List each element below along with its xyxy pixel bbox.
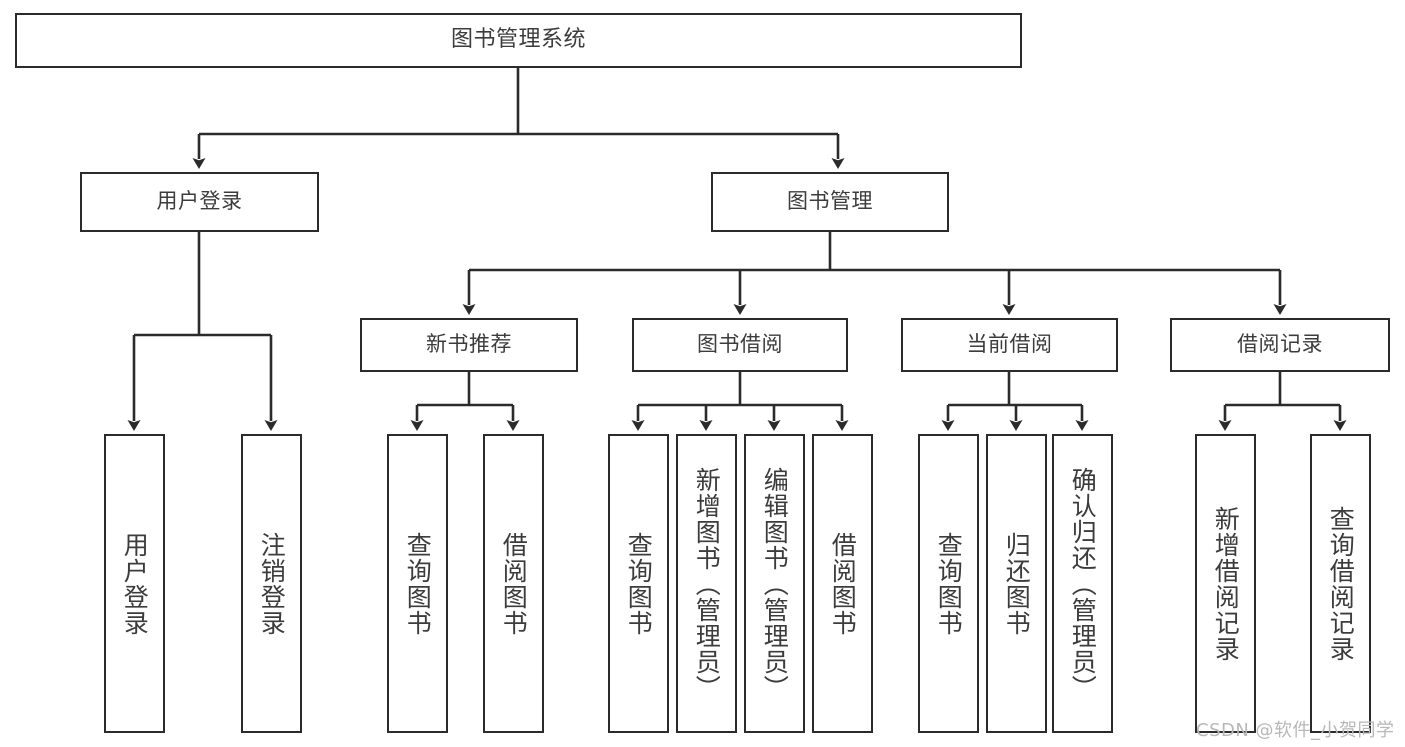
leaf-confirm-return-admin[interactable]: 确认归还（管理员） bbox=[1052, 434, 1113, 733]
node-label: 当前借阅 bbox=[966, 332, 1053, 357]
node-label: 新书推荐 bbox=[426, 332, 512, 357]
node-current-borrowing[interactable]: 当前借阅 bbox=[901, 318, 1118, 372]
node-label: 图书借阅 bbox=[697, 332, 783, 357]
node-label: 查询图书 bbox=[403, 531, 433, 636]
node-book-management[interactable]: 图书管理 bbox=[711, 172, 949, 232]
leaf-query-book-new-recommendation[interactable]: 查询图书 bbox=[387, 434, 448, 733]
node-user-login[interactable]: 用户登录 bbox=[80, 172, 319, 232]
leaf-logout[interactable]: 注销登录 bbox=[241, 434, 302, 733]
leaf-borrow-book-new-recommendation[interactable]: 借阅图书 bbox=[483, 434, 544, 733]
node-label: 编辑图书（管理员） bbox=[760, 466, 790, 701]
node-label: 借阅记录 bbox=[1237, 332, 1323, 357]
node-label: 用户登录 bbox=[156, 189, 243, 214]
leaf-edit-book-admin[interactable]: 编辑图书（管理员） bbox=[744, 434, 805, 733]
node-label: 借阅图书 bbox=[499, 531, 529, 636]
node-label: 查询图书 bbox=[624, 531, 654, 636]
leaf-return-book[interactable]: 归还图书 bbox=[986, 434, 1047, 733]
node-borrowing-record[interactable]: 借阅记录 bbox=[1170, 318, 1390, 372]
node-label: 图书管理 bbox=[787, 189, 873, 214]
leaf-user-login[interactable]: 用户登录 bbox=[104, 434, 165, 733]
leaf-add-book-admin[interactable]: 新增图书（管理员） bbox=[676, 434, 737, 733]
node-label: 注销登录 bbox=[257, 531, 287, 636]
leaf-query-book-current[interactable]: 查询图书 bbox=[918, 434, 979, 733]
node-label: 确认归还（管理员） bbox=[1068, 466, 1098, 701]
node-label: 借阅图书 bbox=[828, 531, 858, 636]
leaf-query-book-borrowing[interactable]: 查询图书 bbox=[608, 434, 669, 733]
node-label: 新增借阅记录 bbox=[1211, 505, 1241, 662]
leaf-borrow-book-borrowing[interactable]: 借阅图书 bbox=[812, 434, 873, 733]
node-label: 查询图书 bbox=[934, 531, 964, 636]
node-label: 用户登录 bbox=[120, 531, 150, 636]
node-label: 归还图书 bbox=[1002, 531, 1032, 636]
leaf-query-borrowing-record[interactable]: 查询借阅记录 bbox=[1310, 434, 1371, 733]
node-label: 新增图书（管理员） bbox=[692, 466, 722, 701]
node-new-book-recommendation[interactable]: 新书推荐 bbox=[360, 318, 578, 372]
node-book-borrowing[interactable]: 图书借阅 bbox=[632, 318, 848, 372]
node-label: 查询借阅记录 bbox=[1326, 505, 1356, 662]
leaf-add-borrowing-record[interactable]: 新增借阅记录 bbox=[1195, 434, 1256, 733]
node-label: 图书管理系统 bbox=[450, 27, 586, 53]
node-root-book-management-system[interactable]: 图书管理系统 bbox=[15, 13, 1022, 68]
